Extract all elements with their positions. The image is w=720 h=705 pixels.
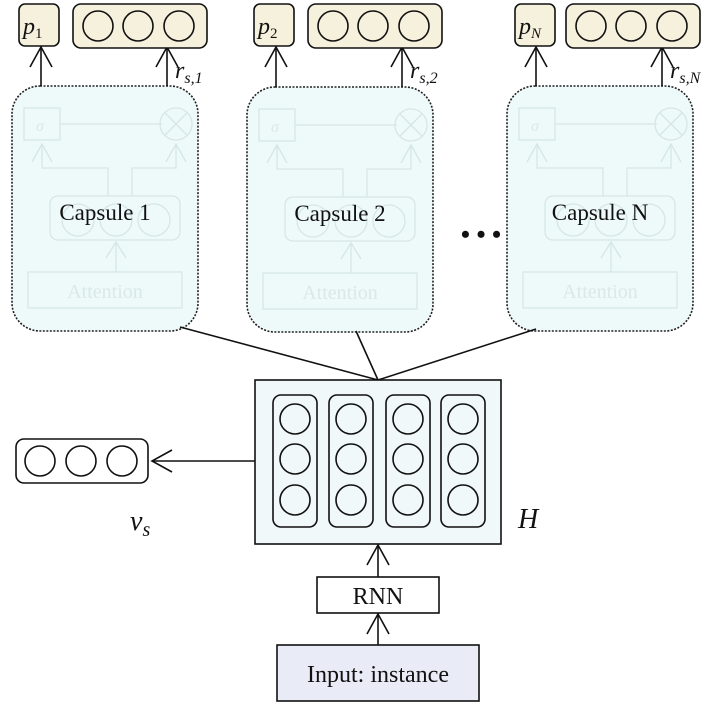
- vector-node: [615, 10, 647, 42]
- connector-capsule-2: [355, 330, 379, 381]
- arrow-head: [524, 45, 548, 68]
- capsule-label: Capsule 1: [59, 200, 150, 225]
- hidden-node: [279, 443, 311, 475]
- probability-box: [514, 3, 556, 47]
- probability-label: p2: [256, 14, 278, 42]
- arrow-to-sentence-vector: [150, 449, 255, 473]
- hidden-node: [335, 403, 367, 435]
- vector-node: [82, 10, 114, 42]
- sigma-label: σ: [36, 118, 45, 135]
- sentence-vector-symbol: v: [130, 506, 143, 537]
- hidden-columns: [272, 394, 486, 528]
- probability-box: [253, 3, 295, 47]
- connector-capsule-1: [179, 326, 379, 381]
- hidden-label: H: [517, 504, 540, 535]
- hidden-node: [447, 443, 479, 475]
- vector-node: [398, 10, 430, 42]
- arrow-input-to-rnn: [366, 612, 390, 645]
- sentence-vector-label: vs: [130, 506, 150, 541]
- representation-vector: [307, 3, 443, 49]
- probability-label: p1: [21, 14, 43, 42]
- vector-node: [65, 445, 97, 477]
- sentence-vector-subscript: s: [142, 519, 150, 541]
- hidden-node: [392, 484, 424, 516]
- hidden-node: [392, 403, 424, 435]
- hidden-states-box: [254, 379, 502, 545]
- hidden-node: [447, 484, 479, 516]
- hidden-node: [335, 484, 367, 516]
- vector-node: [106, 445, 138, 477]
- vector-node: [163, 10, 195, 42]
- representation-vector: [565, 3, 701, 49]
- capsule-label: Capsule 2: [294, 201, 385, 226]
- hidden-node: [335, 443, 367, 475]
- vector-node: [575, 10, 607, 42]
- vector-node: [656, 10, 688, 42]
- arrow-head: [29, 45, 53, 68]
- hidden-state-column: [272, 394, 318, 528]
- hidden-node: [447, 403, 479, 435]
- hidden-node: [392, 443, 424, 475]
- hidden-node: [279, 403, 311, 435]
- hidden-state-column: [385, 394, 431, 528]
- sentence-vector: [15, 438, 149, 484]
- hidden-state-column: [440, 394, 486, 528]
- input-box: Input: instance: [276, 644, 480, 702]
- arrow-head: [264, 45, 288, 68]
- rnn-label: RNN: [353, 584, 404, 610]
- representation-vector: [72, 3, 208, 49]
- sigma-label: σ: [531, 118, 540, 135]
- hidden-state-column: [328, 394, 374, 528]
- representation-label: rs,N: [670, 58, 702, 87]
- vector-node: [122, 10, 154, 42]
- arrow-rnn-to-hidden: [366, 543, 390, 577]
- probability-label: pN: [517, 14, 542, 42]
- representation-label: rs,2: [410, 58, 438, 87]
- vector-node: [317, 10, 349, 42]
- sigma-label: σ: [271, 119, 280, 136]
- connector-capsule-n: [377, 328, 537, 381]
- representation-label: rs,1: [175, 58, 203, 87]
- ellipsis: • • •: [461, 220, 501, 249]
- attention-label: Attention: [302, 282, 378, 304]
- vector-node: [24, 445, 56, 477]
- vector-node: [357, 10, 389, 42]
- capsule-label: Capsule N: [552, 200, 649, 225]
- input-label: Input: instance: [307, 662, 449, 688]
- rnn-box: RNN: [316, 576, 440, 614]
- attention-label: Attention: [67, 281, 143, 303]
- hidden-node: [279, 484, 311, 516]
- attention-label: Attention: [562, 281, 638, 303]
- probability-box: [18, 3, 60, 47]
